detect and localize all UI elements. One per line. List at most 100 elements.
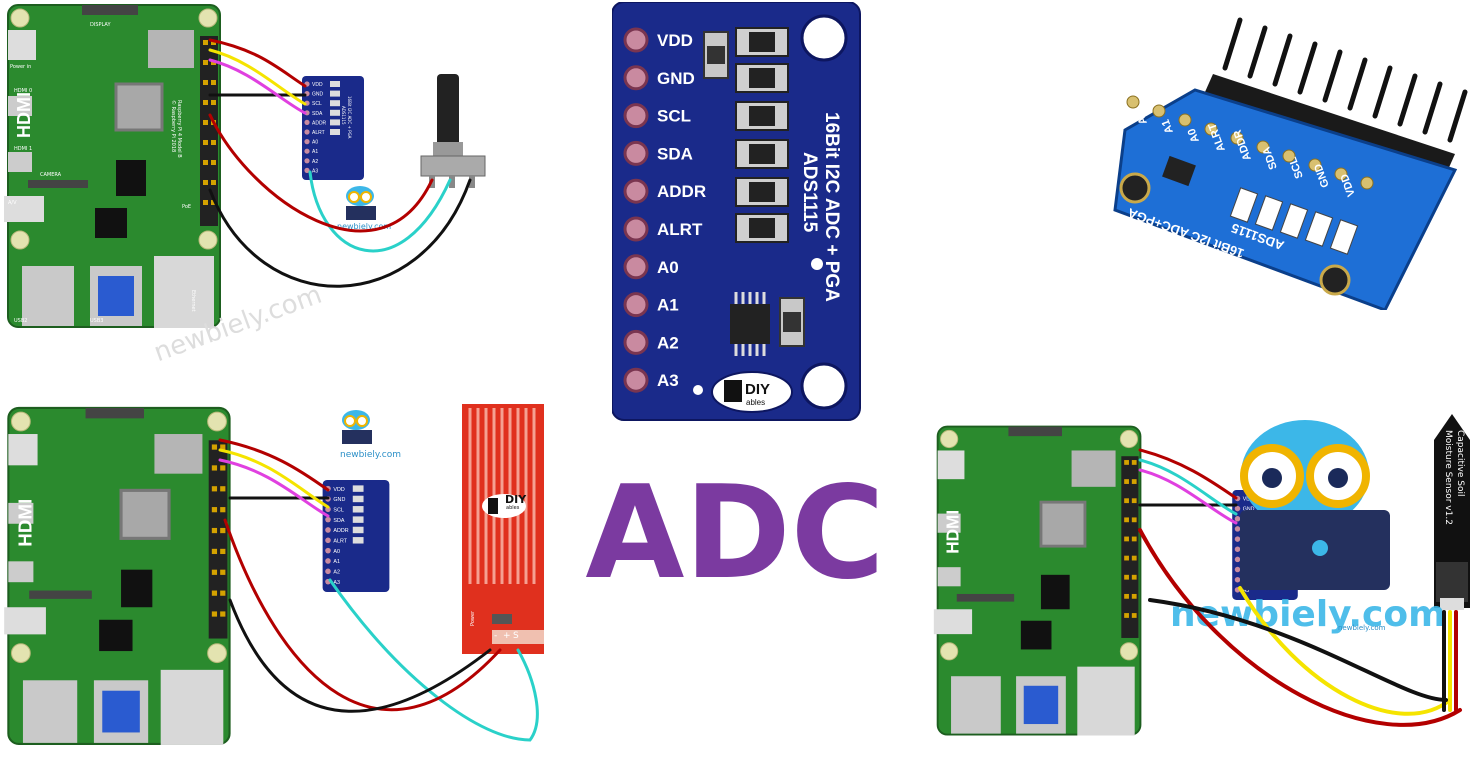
rpi-top-usb2-label: USB2: [14, 318, 28, 324]
small-pin-label-a0: A0: [312, 140, 318, 146]
small-pin-label-addr: ADDR: [333, 528, 348, 534]
wire-soil-gnd: [1148, 598, 1448, 702]
mount-hole-bottom: [800, 362, 848, 410]
rpi-top-usb3-label: USB3: [90, 318, 104, 324]
module-pin-pad: [623, 65, 649, 91]
small-pin-pad: [304, 167, 310, 173]
wire-sda-br: [1138, 468, 1238, 525]
rpi-top-hdmi1-label: HDMI 1: [14, 146, 33, 152]
small-pin-pad: [304, 139, 310, 145]
wire-scl-top: [208, 48, 307, 106]
small-pin-label-sda: SDA: [333, 518, 344, 524]
wire-a3-top: [308, 170, 452, 253]
photo-pin-label-a0: A0: [1186, 127, 1202, 144]
module-pin-pad: [623, 178, 649, 204]
module-pin-pad: [623, 140, 649, 166]
photo-pin-label-a1: A1: [1160, 118, 1176, 135]
photo-pin-pad: [1204, 122, 1218, 136]
photo-pin-pad: [1126, 95, 1140, 109]
newbiely-label-bottom: newbiely.com: [340, 450, 401, 460]
module-resistors: [703, 27, 805, 347]
water-sensor-pin-plus: +: [503, 631, 511, 641]
small-pin-pad: [325, 558, 331, 564]
potentiometer: [420, 74, 486, 188]
small-pin-pad: [1234, 536, 1241, 542]
small-pin-pad: [304, 119, 310, 125]
wire-scl-br: [1138, 458, 1238, 516]
small-pin-pad: [325, 568, 331, 575]
small-pin-label-a0: A0: [333, 549, 340, 555]
water-sensor-pin-signal: S: [513, 631, 519, 641]
small-pin-pad: [325, 537, 331, 544]
rpi-top-hdmi0-label: HDMI 0: [14, 88, 33, 94]
small-pin-label-vdd: VDD: [312, 82, 323, 88]
ads1115-chip: [730, 292, 770, 356]
wire-scl-bl: [218, 448, 330, 509]
rpi-top-power-label: Power in: [10, 64, 32, 70]
small-pin-pad: [304, 129, 310, 135]
small-pin-pad: [1234, 505, 1241, 512]
water-sensor-brand: DIY: [505, 493, 527, 506]
module-pin-label-a3: A3: [657, 371, 679, 390]
photo-pin-pad: [1152, 104, 1166, 118]
module-pin-label-vdd: VDD: [657, 31, 693, 50]
water-sensor-pin-minus: -: [494, 631, 498, 641]
small-pin-label-alrt: ALRT: [333, 538, 347, 544]
rpi-top-av-label: A/V: [8, 200, 17, 206]
small-pin-label-a3: A3: [333, 580, 340, 586]
center-title: ADC: [585, 459, 885, 608]
wire-sda-top: [208, 58, 307, 115]
module-pin-label-gnd: GND: [657, 69, 695, 88]
small-pin-label-gnd: GND: [333, 497, 345, 503]
photo-pin-pad: [1308, 158, 1322, 172]
owl-logo-bottom: [342, 410, 372, 444]
wire-water-gnd: [228, 598, 492, 713]
module-pin-label-sda: SDA: [657, 144, 693, 163]
wire-sda-bl: [218, 458, 330, 518]
small-pin-label-alrt: ALRT: [312, 130, 325, 136]
small-pin-pad: [1234, 556, 1241, 563]
small-pin-pad: [1234, 546, 1241, 552]
small-pin-pad: [1234, 566, 1241, 573]
mount-hole-top: [800, 14, 848, 62]
module-pin-label-a0: A0: [657, 258, 679, 277]
small-pin-label-a2: A2: [333, 569, 340, 575]
module-pin-pad: [623, 27, 649, 53]
module-pin-label-a1: A1: [657, 296, 679, 315]
diyables-logo: DIY ables: [711, 371, 793, 413]
module-pin-pad: [623, 367, 649, 393]
wire-vdd-top: [208, 38, 307, 88]
photo-pin-pad: [1230, 131, 1244, 145]
small-pin-label-scl: SCL: [312, 101, 322, 107]
small-pin-pad: [325, 516, 331, 523]
photo-pin-label-a3: A3: [1108, 100, 1124, 117]
small-pin-label-a1: A1: [312, 149, 318, 155]
rpi-top-poe-label: PoE: [182, 204, 192, 210]
photo-pin-pad: [1178, 113, 1192, 127]
svg-text:ables: ables: [746, 398, 765, 407]
module-pin-label-a2: A2: [657, 333, 679, 352]
small-pin-label-a3: A3: [1243, 588, 1250, 594]
module-pin-pad: [623, 216, 649, 242]
owl-mascot-large: [1240, 420, 1390, 590]
rpi-top-display-label: DISPLAY: [90, 22, 111, 28]
module-pin-pad: [623, 292, 649, 318]
small-pin-label-addr: ADDR: [312, 120, 327, 126]
photo-pin-pad: [1282, 149, 1296, 163]
wire-vdd-br: [1138, 448, 1238, 500]
module-pin-pad: [623, 103, 649, 129]
small-pin-label-a2: A2: [312, 159, 318, 165]
small-pin-pad: [1234, 526, 1241, 532]
photo-pin-pad: [1256, 140, 1270, 154]
rpi-top-camera-label: CAMERA: [40, 172, 62, 178]
small-pin-label-gnd: GND: [312, 92, 324, 98]
module-pin-label-addr: ADDR: [657, 182, 706, 201]
module-pin-label-alrt: ALRT: [657, 220, 703, 239]
small-pin-label-vdd: VDD: [333, 487, 344, 493]
small-pin-pad: [325, 527, 331, 533]
